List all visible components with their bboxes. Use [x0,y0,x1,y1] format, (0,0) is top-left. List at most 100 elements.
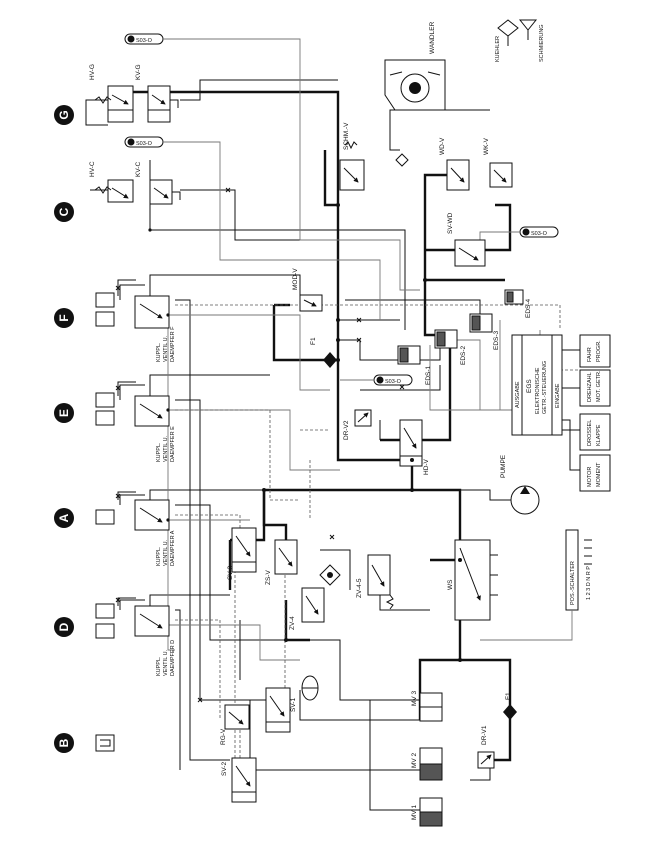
svg-text:ELEKTRONISCHE: ELEKTRONISCHE [535,367,541,414]
input-drossel: DROSSEL KLAPPE [562,413,611,451]
svg-text:MV 2: MV 2 [411,752,418,768]
input-fahrprogr: FAHR PROGR. [562,334,611,368]
clutch-valve-f: KUPPL. VENTIL U. DAEMPFER F [95,279,176,362]
valve-wd-v: WD-V [439,137,470,191]
valve-kv-g: KV-G [135,64,179,123]
valve-eds-3: EDS-3 [469,313,500,350]
valve-zv-4: ZV-4 [289,587,325,630]
clutch-valve-a: KUPPL. VENTIL U. DAEMPFER A [95,491,176,566]
svg-text:MOT. GETR.: MOT. GETR. [596,370,602,402]
svg-text:VENTIL U.: VENTIL U. [163,649,169,676]
svg-text:F1: F1 [505,692,512,700]
svg-text:KLAPPE: KLAPPE [596,424,602,446]
valve-mv-2: MV 2 [411,747,443,781]
svg-text:DREHZAHL: DREHZAHL [587,372,593,402]
svg-text:KV-G: KV-G [135,64,142,80]
svg-text:SV-1: SV-1 [290,698,297,712]
valve-dr-v2: DR-V2 [343,409,372,440]
brake-b [95,734,115,752]
valve-hd-v: HD-V [399,419,430,475]
svg-text:HD-V: HD-V [423,458,430,475]
circuit-e-marker: E [54,403,74,423]
svg-text:MV 3: MV 3 [411,690,418,706]
svg-text:B: B [57,738,71,747]
circuit-b-marker: B [54,733,74,753]
wandler-symbol: WANDLER [384,21,446,111]
clutch-valve-d: KUPPL. VENTIL U. DAEMPFER D [95,597,176,676]
input-motor: MOTOR MOMENT [562,419,611,492]
valve-ws: WS [447,539,498,621]
valve-mv-3: MV 3 [411,690,443,722]
filter-diamond-right [395,153,409,167]
valve-kv-c: KV-C [135,162,181,205]
svg-text:HV-G: HV-G [89,64,96,80]
svg-text:SV-2: SV-2 [221,762,228,776]
svg-text:MOD-V: MOD-V [292,268,299,290]
svg-text:EDS-1: EDS-1 [425,365,432,385]
svg-text:PUMPE: PUMPE [500,454,507,478]
svg-text:MOMENT: MOMENT [596,462,602,487]
valve-hv-g: HV-G [89,64,134,123]
svg-text:VENTIL U.: VENTIL U. [163,335,169,362]
valve-hv-c: HV-C [89,161,134,203]
svg-text:1 2 3 D N R P: 1 2 3 D N R P [586,566,592,600]
svg-text:KUEHLER: KUEHLER [495,36,501,62]
svg-text:SCHM.-V: SCHM.-V [343,122,350,150]
svg-text:KUPPL.: KUPPL. [156,442,162,462]
circuit-d-marker: D [54,617,74,637]
svg-text:FAHR: FAHR [587,347,593,362]
svg-text:SV-WD: SV-WD [447,212,454,234]
sensor-tag-right: S03-O [519,226,559,238]
kuehler-symbol: KUEHLER [495,19,519,62]
svg-text:DAEMPFER A: DAEMPFER A [170,530,176,566]
svg-text:DAEMPFER E: DAEMPFER E [170,426,176,462]
svg-text:DROSSEL: DROSSEL [587,420,593,446]
pump: PUMPE [460,454,540,515]
svg-text:E: E [57,409,71,417]
svg-text:KUPPL.: KUPPL. [156,656,162,676]
svg-text:WS: WS [447,579,454,590]
valve-sv-3: SV-3 [227,527,257,580]
valve-sv-wd: SV-WD [447,212,486,267]
svg-text:HV-C: HV-C [89,161,96,177]
svg-text:EDS-2: EDS-2 [460,345,467,365]
svg-text:KUPPL.: KUPPL. [156,546,162,566]
svg-text:KUPPL.: KUPPL. [156,342,162,362]
svg-text:S03-O: S03-O [136,141,153,147]
svg-text:EINGABE: EINGABE [555,383,561,408]
svg-text:WD-V: WD-V [439,137,446,155]
accumulator [301,675,319,701]
svg-text:ZV-4: ZV-4 [289,616,296,630]
svg-text:GETR.-STEUERUNG: GETR.-STEUERUNG [542,361,548,414]
valve-zv-45: ZV-4-5 [356,554,394,610]
svg-text:WANDLER: WANDLER [429,21,436,54]
valve-zs-v: ZS-V [265,539,298,585]
svg-text:AUSGABE: AUSGABE [515,381,521,408]
valve-eds-4: EDS-4 [504,289,532,318]
svg-text:S03-O: S03-O [136,38,153,44]
svg-text:EDS-4: EDS-4 [525,298,532,318]
svg-text:DR-V1: DR-V1 [481,725,488,745]
clutch-valve-e: KUPPL. VENTIL U. DAEMPFER E [95,381,176,462]
main-pressure-lines [126,90,512,762]
check-valve-center [319,564,341,586]
svg-text:WK-V: WK-V [483,137,490,155]
svg-text:EDS-3: EDS-3 [493,330,500,350]
valve-schm-v: SCHM.-V [339,122,365,191]
svg-text:D: D [57,622,71,631]
circuit-g-marker: G [54,105,74,125]
valve-eds-2: EDS-2 [434,329,467,365]
svg-text:G: G [57,110,71,119]
svg-text:EGS: EGS [526,379,533,393]
svg-text:VENTIL U.: VENTIL U. [163,539,169,566]
svg-text:F1: F1 [310,337,317,345]
svg-text:S03-O: S03-O [531,231,548,237]
svg-text:DR-V2: DR-V2 [343,420,350,440]
orifice-markers [115,187,405,703]
svg-text:KV-C: KV-C [135,162,142,177]
valve-rg-v: RG-V [220,704,250,745]
svg-text:RG-V: RG-V [220,728,227,745]
valve-wk-v: WK-V [483,137,513,188]
svg-text:F: F [57,314,71,321]
